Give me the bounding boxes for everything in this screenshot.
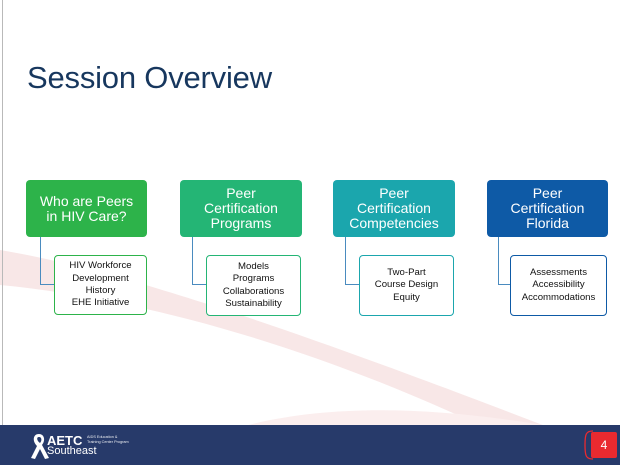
column-detail-box: Assessments Accessibility Accommodations <box>510 255 607 316</box>
page-bracket-icon <box>584 430 594 460</box>
connector-line <box>345 237 346 284</box>
column-detail-box: Two-Part Course Design Equity <box>359 255 454 316</box>
footer-bar: AETC Southeast AIDS Education & Training… <box>0 425 620 465</box>
column-header-who-are-peers: Who are Peers in HIV Care? <box>26 180 147 237</box>
logo-name: AETC <box>47 433 83 448</box>
list-item: History <box>85 285 116 296</box>
list-item: Accessibility <box>532 279 585 291</box>
page-title: Session Overview <box>27 60 272 95</box>
logo-region: Southeast <box>47 445 97 457</box>
column-detail-box: Models Programs Collaborations Sustainab… <box>206 255 301 316</box>
connector-line <box>345 284 359 285</box>
connector-line <box>40 237 41 284</box>
connector-line <box>40 284 54 285</box>
column-header-certification-florida: Peer Certification Florida <box>487 180 608 237</box>
list-item: Equity <box>393 291 420 303</box>
list-item: Models <box>238 260 269 272</box>
column-header-label: Peer Certification Programs <box>204 185 278 231</box>
ribbon-icon <box>31 434 49 459</box>
page-number: 4 <box>600 438 608 452</box>
list-item: Accommodations <box>521 291 596 303</box>
list-item: Programs <box>232 273 275 285</box>
column-header-certification-programs: Peer Certification Programs <box>180 180 302 237</box>
column-header-label: Peer Certification Competencies <box>349 185 439 231</box>
list-item: Sustainability <box>225 297 282 309</box>
list-item: HIV Workforce Development <box>69 260 132 284</box>
list-item: EHE Initiative <box>71 297 130 309</box>
column-header-certification-competencies: Peer Certification Competencies <box>333 180 455 237</box>
column-detail-box: HIV Workforce Development History EHE In… <box>54 255 147 315</box>
logo-tagline: AIDS Education & Training Center Program <box>87 435 129 444</box>
list-item: Two-Part Course Design <box>374 266 439 291</box>
column-header-label: Who are Peers in HIV Care? <box>39 192 134 224</box>
column-header-label: Peer Certification Florida <box>510 185 585 231</box>
connector-line <box>192 237 193 284</box>
aetc-logo: AETC Southeast AIDS Education & Training… <box>28 432 158 460</box>
connector-line <box>498 284 510 285</box>
slide-edge-rule <box>2 0 3 425</box>
list-item: Collaborations <box>222 285 285 297</box>
connector-line <box>192 284 206 285</box>
page-number-badge: 4 <box>591 432 617 458</box>
list-item: Assessments <box>529 266 588 278</box>
connector-line <box>498 237 499 284</box>
